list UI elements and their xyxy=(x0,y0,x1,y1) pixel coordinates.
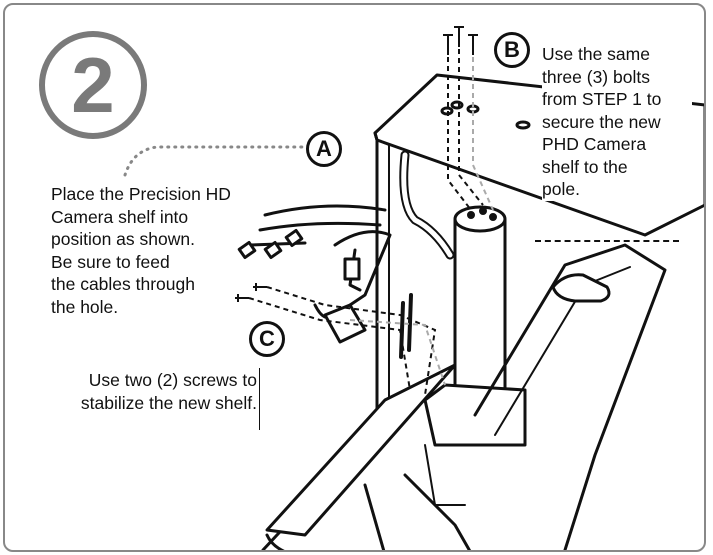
instruction-a-line: Place the Precision HD xyxy=(51,184,231,204)
instruction-c-line: stabilize the new shelf. xyxy=(80,392,257,413)
instruction-a: Place the Precision HD Camera shelf into… xyxy=(51,183,251,318)
callout-a: A xyxy=(306,131,342,167)
instruction-b-line: secure the new xyxy=(542,111,661,132)
instruction-b-underline xyxy=(535,240,679,242)
bolt-1 xyxy=(443,34,453,55)
bolt-3 xyxy=(468,34,478,55)
instruction-a-line: Be sure to feed xyxy=(51,251,170,272)
instruction-c: Use two (2) screws to stabilize the new … xyxy=(31,369,257,414)
instruction-a-line: position as shown. xyxy=(51,229,195,249)
instruction-b-line: from STEP 1 to xyxy=(542,89,662,109)
instruction-b-line: pole. xyxy=(542,179,580,199)
instruction-panel: 2 A B C Place the Precision HD Camera sh… xyxy=(3,3,706,552)
step-number-badge: 2 xyxy=(39,31,147,139)
callout-b-label: B xyxy=(504,37,520,62)
cable-bundle xyxy=(399,150,455,260)
leader-a xyxy=(123,145,305,177)
instruction-a-line: the cables through xyxy=(51,274,195,294)
cart-upright xyxy=(473,243,667,550)
bolt-2 xyxy=(454,26,464,47)
callout-c: C xyxy=(249,321,285,357)
instruction-a-line: the hole. xyxy=(51,296,119,317)
screw-2 xyxy=(235,294,249,302)
callout-b: B xyxy=(494,32,530,68)
instruction-c-rule xyxy=(259,368,260,430)
instruction-b-line: PHD Camera xyxy=(542,134,647,154)
callout-a-label: A xyxy=(316,136,332,161)
instruction-b-line: Use the same xyxy=(542,44,650,64)
instruction-c-line: Use two (2) screws to xyxy=(88,370,257,390)
handle xyxy=(551,273,611,303)
callout-c-label: C xyxy=(259,326,275,351)
instruction-b-line: shelf to the xyxy=(542,156,628,177)
wall-slot xyxy=(399,301,405,359)
step-number: 2 xyxy=(71,41,115,129)
screw-1 xyxy=(253,283,267,291)
instruction-b-line: three (3) bolts xyxy=(542,66,650,87)
instruction-b: Use the same three (3) bolts from STEP 1… xyxy=(542,43,692,201)
instruction-a-line: Camera shelf into xyxy=(51,206,189,227)
